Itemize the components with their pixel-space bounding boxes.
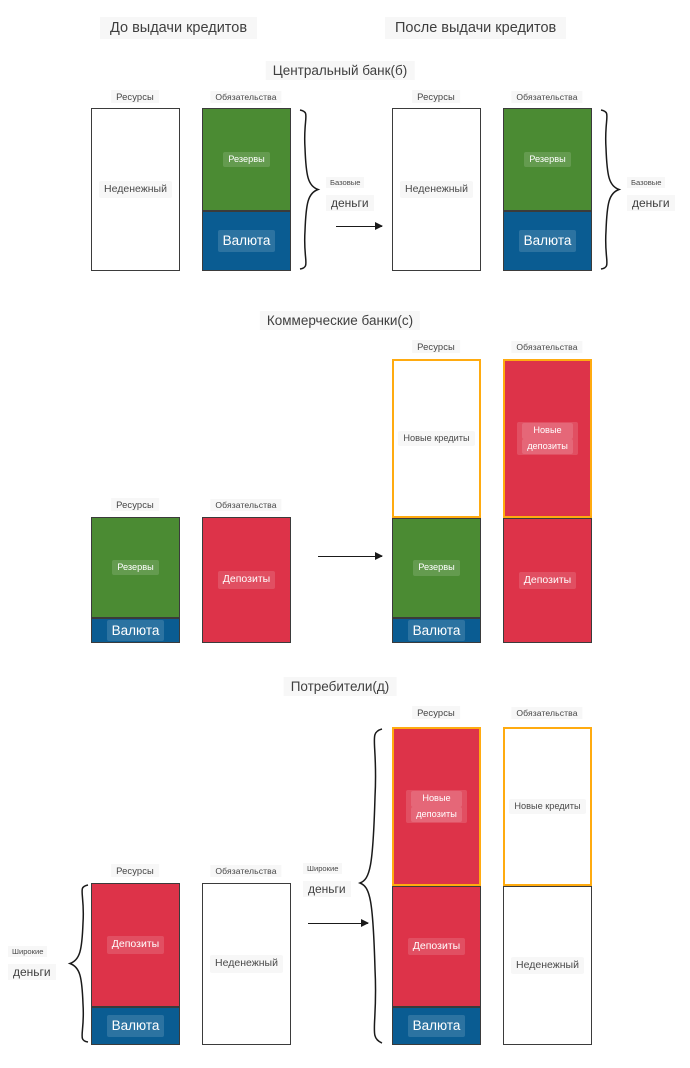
col-head-cs-after-assets: Ресурсы bbox=[412, 706, 460, 719]
bar-cb-before-nonmonetary: Неденежный bbox=[91, 108, 180, 271]
bar-cm-after-reserves: Резервы bbox=[392, 518, 481, 618]
bar-label-nonmonetary: Неденежный bbox=[511, 956, 584, 975]
bar-label-currency: Валюта bbox=[106, 1015, 165, 1037]
col-head-cb-after-liabilities: Обязательства bbox=[511, 91, 583, 103]
arrow-right-icon-central-bank bbox=[336, 222, 383, 231]
brace-label-cb-after: Базовые деньги bbox=[627, 172, 675, 211]
bar-cb-before-reserves: Резервы bbox=[202, 108, 291, 211]
section-title-commercial-banks: Коммерческие банки(с) bbox=[259, 311, 421, 330]
bar-label-new-deposits: Новые депозиты bbox=[406, 790, 467, 823]
bar-cm-after-new-deposits: Новые депозиты bbox=[503, 359, 592, 518]
col-head-cm-before-liabilities: Обязательства bbox=[210, 499, 282, 511]
brace-label-line2: деньги bbox=[8, 964, 56, 980]
bar-cs-after-nonmonetary: Неденежный bbox=[503, 886, 592, 1045]
bar-label-currency: Валюта bbox=[106, 619, 165, 642]
col-head-cb-before-liabilities: Обязательства bbox=[210, 91, 282, 103]
brace-label-cs-before: Широкие деньги bbox=[8, 941, 56, 980]
bar-cb-after-currency: Валюта bbox=[503, 211, 592, 271]
phase-title-before: До выдачи кредитов bbox=[100, 17, 258, 39]
bar-label-reserves: Резервы bbox=[524, 151, 571, 168]
bar-cb-after-nonmonetary: Неденежный bbox=[392, 108, 481, 271]
col-head-cb-before-assets: Ресурсы bbox=[111, 90, 159, 103]
brace-cb-before bbox=[298, 108, 321, 271]
bar-label-currency: Валюта bbox=[518, 230, 577, 252]
col-head-cm-after-assets: Ресурсы bbox=[412, 340, 460, 353]
brace-label-line2: деньги bbox=[627, 195, 675, 211]
section-title-central-bank: Центральный банк(б) bbox=[265, 61, 415, 80]
brace-cb-after bbox=[599, 108, 622, 271]
col-head-cs-before-liabilities: Обязательства bbox=[210, 865, 282, 877]
bar-label-reserves: Резервы bbox=[112, 559, 159, 576]
brace-label-line1: Базовые bbox=[326, 177, 365, 188]
bar-cs-before-currency: Валюта bbox=[91, 1007, 180, 1045]
bar-label-deposits: Депозиты bbox=[407, 937, 466, 956]
col-head-cm-before-assets: Ресурсы bbox=[111, 498, 159, 511]
brace-label-cs-after: Широкие деньги bbox=[303, 858, 351, 897]
bar-label-nonmonetary: Неденежный bbox=[210, 955, 283, 973]
brace-cs-after bbox=[357, 727, 384, 1045]
bar-label-new-deposits-line2: депозиты bbox=[522, 438, 573, 454]
bar-cs-after-new-deposits: Новые депозиты bbox=[392, 727, 481, 886]
col-head-cs-before-assets: Ресурсы bbox=[111, 864, 159, 877]
bar-label-deposits: Депозиты bbox=[518, 571, 577, 590]
bar-cm-after-currency: Валюта bbox=[392, 618, 481, 643]
section-title-consumers: Потребители(д) bbox=[283, 677, 397, 696]
bar-label-new-loans: Новые кредиты bbox=[509, 798, 586, 815]
col-head-cm-after-liabilities: Обязательства bbox=[511, 341, 583, 353]
bar-cm-before-currency: Валюта bbox=[91, 618, 180, 643]
brace-cs-before bbox=[66, 883, 90, 1045]
bar-label-currency: Валюта bbox=[407, 619, 466, 642]
bar-label-deposits: Депозиты bbox=[217, 571, 276, 589]
bar-cs-after-currency: Валюта bbox=[392, 1007, 481, 1045]
bar-label-currency: Валюта bbox=[217, 230, 276, 252]
bar-label-deposits: Депозиты bbox=[106, 936, 165, 954]
bar-label-reserves: Резервы bbox=[223, 151, 270, 168]
bar-cm-before-deposits: Депозиты bbox=[202, 517, 291, 643]
bar-label-new-deposits-line1: Новые bbox=[522, 423, 573, 439]
bar-cs-before-deposits: Депозиты bbox=[91, 883, 180, 1007]
bar-cs-after-deposits: Депозиты bbox=[392, 886, 481, 1007]
bar-cs-before-nonmonetary: Неденежный bbox=[202, 883, 291, 1045]
brace-label-line2: деньги bbox=[303, 881, 351, 897]
bar-cb-after-reserves: Резервы bbox=[503, 108, 592, 211]
bar-label-reserves: Резервы bbox=[413, 560, 460, 576]
bar-label-new-deposits: Новые депозиты bbox=[517, 422, 578, 455]
bar-cb-before-currency: Валюта bbox=[202, 211, 291, 271]
brace-label-cb-before: Базовые деньги bbox=[326, 172, 374, 211]
arrow-right-icon-consumers bbox=[308, 919, 369, 928]
bar-label-new-loans: Новые кредиты bbox=[398, 430, 475, 447]
bar-label-new-deposits-line1: Новые bbox=[411, 791, 462, 807]
bar-cm-before-reserves: Резервы bbox=[91, 517, 180, 618]
phase-title-after: После выдачи кредитов bbox=[385, 17, 567, 39]
col-head-cb-after-assets: Ресурсы bbox=[412, 90, 460, 103]
bar-label-currency: Валюта bbox=[407, 1015, 466, 1037]
brace-label-line1: Широкие bbox=[303, 863, 343, 874]
brace-label-line1: Базовые bbox=[627, 177, 666, 188]
bar-label-nonmonetary: Неденежный bbox=[400, 180, 473, 199]
bar-cs-after-new-loans: Новые кредиты bbox=[503, 727, 592, 886]
bar-label-nonmonetary: Неденежный bbox=[99, 180, 172, 199]
bar-cm-after-new-loans: Новые кредиты bbox=[392, 359, 481, 518]
col-head-cs-after-liabilities: Обязательства bbox=[511, 707, 583, 719]
arrow-right-icon-commercial-banks bbox=[318, 552, 383, 561]
brace-label-line1: Широкие bbox=[8, 946, 48, 957]
bar-cm-after-deposits: Депозиты bbox=[503, 518, 592, 643]
brace-label-line2: деньги bbox=[326, 195, 374, 211]
bar-label-new-deposits-line2: депозиты bbox=[411, 806, 462, 822]
